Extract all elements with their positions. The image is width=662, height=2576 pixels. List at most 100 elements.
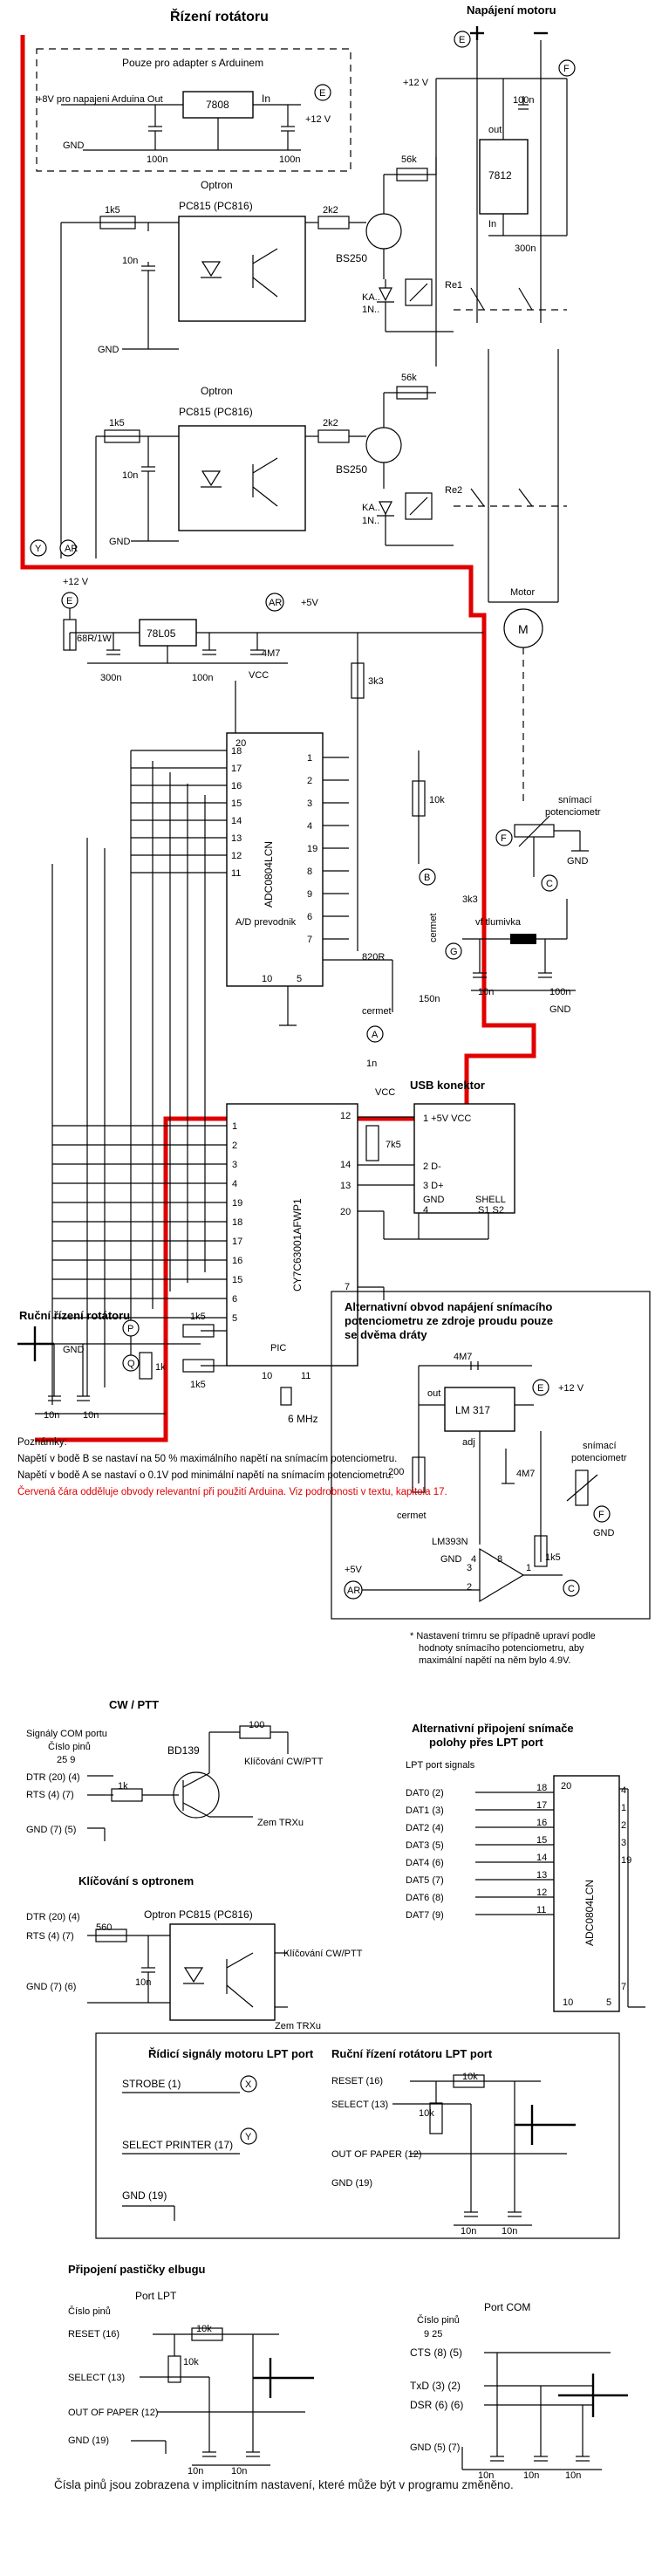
manual-title: Ruční řízení rotátoru xyxy=(19,1309,130,1322)
motor-lpt-title: Řídicí signály motoru LPT port xyxy=(148,2047,314,2060)
alt-plus5: +5V xyxy=(345,1565,363,1575)
c150n-label: 150n xyxy=(419,994,440,1004)
adc-pin-num: 9 xyxy=(307,889,312,900)
node-a-text: A xyxy=(372,1030,379,1040)
sel-printer-label: SELECT PRINTER (17) xyxy=(122,2139,233,2151)
c10n-m1: 10n xyxy=(44,1410,59,1421)
alt-pot-2: potenciometr xyxy=(571,1453,627,1463)
node-c-alt xyxy=(563,1579,580,1597)
cw-com-sig: Signály COM portu xyxy=(26,1729,107,1739)
c10n-lpt-a: 10n xyxy=(461,2226,476,2237)
gnd-manual: GND xyxy=(63,1345,85,1355)
node-ar xyxy=(265,593,284,612)
cy-pin-11: 11 xyxy=(301,1371,311,1381)
lpt-adc-pin: 15 xyxy=(536,1835,547,1846)
re2-label: Re2 xyxy=(445,485,462,496)
footer-note: Čísla pinů jsou zobrazena v implicitním … xyxy=(54,2478,514,2491)
alt-sense-title-2: polohy přes LPT port xyxy=(429,1736,543,1749)
cy-pin-num: 19 xyxy=(232,1198,242,1209)
lm393-gnd: GND xyxy=(440,1554,462,1565)
optron-2-title: Optron xyxy=(201,385,233,397)
adc-pin-num: 13 xyxy=(231,833,242,844)
lpt-adc-20: 20 xyxy=(561,1781,571,1792)
lpt-box xyxy=(95,2032,620,2239)
adc-pin-10: 10 xyxy=(262,974,272,984)
lpt-adc-pin: 17 xyxy=(536,1800,547,1811)
cermet-2: cermet xyxy=(428,913,439,942)
node-g xyxy=(445,942,462,960)
paper12-a: OUT OF PAPER (12) xyxy=(331,2149,422,2160)
elbug-com-c10n-a: 10n xyxy=(478,2470,494,2481)
elbug-pin-no: Číslo pinů xyxy=(68,2305,111,2317)
usb-pin3: 3 D+ xyxy=(423,1181,444,1191)
select13-a: SELECT (13) xyxy=(331,2100,388,2110)
reg-78l05-label: 78L05 xyxy=(147,627,176,640)
lm317-out: out xyxy=(427,1388,440,1399)
cw-klic: Klíčování CW/PTT xyxy=(244,1757,324,1767)
adc-pin-num: 15 xyxy=(231,798,242,809)
vf-wiring xyxy=(462,899,576,991)
lpt-adc-pin: 11 xyxy=(536,1905,546,1915)
cw-zem: Zem TRXu xyxy=(257,1818,304,1828)
reg-7812-out: out xyxy=(488,125,502,135)
r68-label: 68R/1W xyxy=(77,634,112,644)
cy-pin-num: 17 xyxy=(232,1237,242,1247)
cw-bd139: BD139 xyxy=(167,1744,200,1757)
elbug-com-pins: 9 25 xyxy=(424,2329,442,2340)
adc-pin-num: 14 xyxy=(231,816,242,826)
cy-usb-wiring xyxy=(358,1116,489,1300)
cy-chip-label: CY7C63001AFWP1 xyxy=(291,1198,304,1291)
supply-wiring xyxy=(69,608,484,951)
node-y-text: AR xyxy=(65,544,78,554)
lpt-adc-5: 5 xyxy=(606,1997,611,2008)
adc-pin-num: 2 xyxy=(307,776,312,786)
r7k5-label: 7k5 xyxy=(386,1140,401,1150)
cw-dtr: DTR (20) (4) xyxy=(26,1772,80,1783)
r3k3-pot: 3k3 xyxy=(462,894,478,905)
svg-text:4: 4 xyxy=(621,1785,626,1796)
notes-head: Poznámky: xyxy=(17,1437,67,1448)
cy-pin-7a: 7 xyxy=(345,1282,350,1292)
usb-title: USB konektor xyxy=(410,1079,485,1092)
node-g-text: G xyxy=(450,947,458,957)
c100n-adc: 100n xyxy=(192,673,213,683)
adc-pin-20: 20 xyxy=(235,738,246,749)
node-a xyxy=(366,1025,384,1043)
lm393-p1: 1 xyxy=(526,1563,531,1573)
usb-4: 4 xyxy=(423,1205,428,1216)
adc-pin-num: 19 xyxy=(307,844,317,854)
keying-r560: 560 xyxy=(96,1922,112,1933)
keying-optron: Optron PC815 (PC816) xyxy=(144,1908,253,1921)
c10n-1: 10n xyxy=(122,256,138,266)
lpt-data-label: DAT5 (7) xyxy=(406,1875,444,1886)
elbug-dsr: DSR (6) (6) xyxy=(410,2399,463,2411)
c10n-vf: 10n xyxy=(478,987,494,997)
elbug-port-lpt: Port LPT xyxy=(135,2290,177,2302)
elbug-lpt-wiring xyxy=(131,2327,314,2466)
elbug-com-c10n-c: 10n xyxy=(565,2470,581,2481)
alt-power-wiring xyxy=(362,1361,598,1591)
node-d-top-text: E xyxy=(319,88,325,99)
alt-4m7-b: 4M7 xyxy=(516,1469,535,1479)
crystal xyxy=(280,1387,292,1406)
alt-note-3: maximální napětí na něm bylo 4.9V. xyxy=(419,1655,570,1666)
adc-pin-num: 16 xyxy=(231,781,242,791)
cy-pin-num: 4 xyxy=(232,1179,237,1189)
vf-choke xyxy=(510,934,536,944)
alt-power-title-3: se dvěma dráty xyxy=(345,1328,427,1341)
optron-2-internals xyxy=(201,457,278,507)
vcc-cy: VCC xyxy=(375,1087,395,1098)
cw-rts: RTS (4) (7) xyxy=(26,1790,74,1800)
cw-gnd: GND (7) (5) xyxy=(26,1825,76,1835)
usb-shell: SHELL xyxy=(475,1195,506,1205)
alt-sense-title-1: Alternativní připojení snímače xyxy=(412,1722,574,1735)
note-2: Napětí v bodě A se nastaví o 0.1V pod mi… xyxy=(17,1470,394,1481)
cy-pin-num: 2 xyxy=(232,1141,237,1151)
node-e-top xyxy=(558,59,576,77)
motor-lpt-wiring xyxy=(122,2092,240,2221)
usb-pin2: 2 D- xyxy=(423,1161,441,1172)
lm317-label: LM 317 xyxy=(455,1404,490,1416)
ka1n-1: KA.. xyxy=(362,292,380,303)
keying-gnd: GND (7) (6) xyxy=(26,1982,76,1992)
elbug-paper: OUT OF PAPER (12) xyxy=(68,2408,159,2418)
